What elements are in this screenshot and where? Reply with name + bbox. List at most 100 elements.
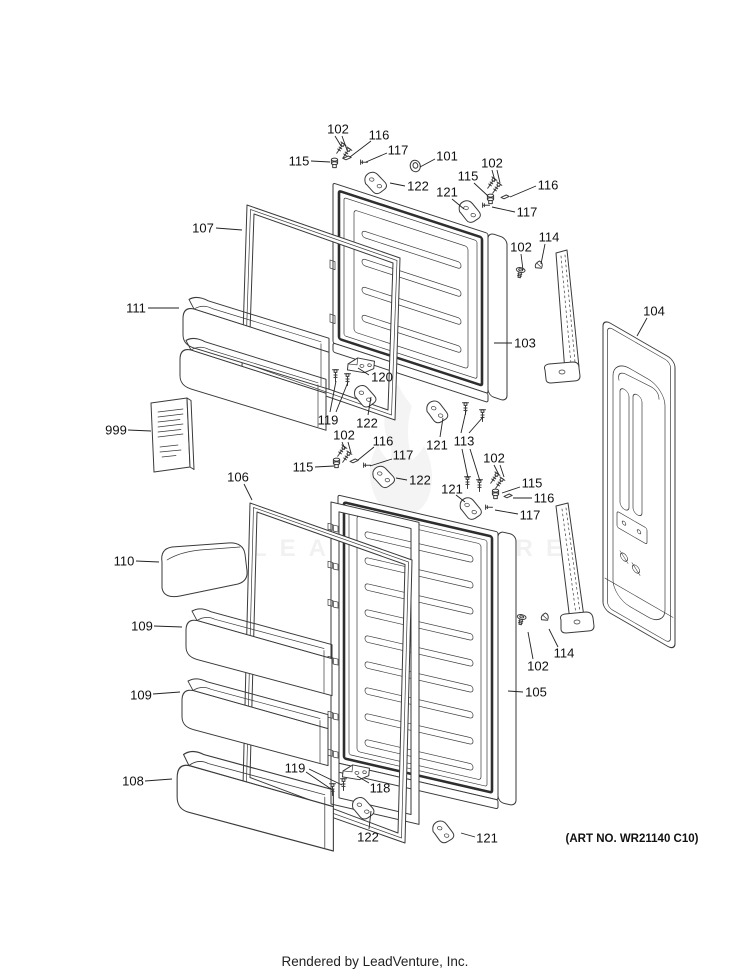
callout-109: 109 (130, 688, 152, 703)
callout-119: 119 (318, 413, 339, 428)
freezer-handle-rail (544, 249, 581, 384)
leader-line-107 (215, 227, 243, 231)
screw-117-icon (363, 462, 371, 468)
callout-113: 113 (454, 434, 475, 449)
callout-120: 120 (371, 370, 393, 385)
callout-115: 115 (458, 169, 479, 184)
callout-107: 107 (192, 221, 214, 236)
callout-999: 999 (105, 423, 127, 438)
leader-line-102 (527, 631, 534, 660)
leader-line-115 (314, 465, 335, 468)
leader-line-122 (367, 396, 372, 416)
leader-line-102 (347, 441, 352, 454)
callout-111: 111 (126, 301, 146, 316)
leader-line-105 (507, 690, 524, 693)
leader-line-102 (341, 441, 346, 450)
leader-line-108 (144, 778, 173, 782)
hinge-pin-115-icon (486, 193, 495, 205)
callout-117: 117 (393, 448, 414, 463)
fresh-food-door-105 (337, 494, 517, 810)
callout-117: 117 (520, 508, 541, 523)
leader-line-109 (152, 691, 181, 695)
leader-line-117 (365, 152, 388, 163)
hinge-pin-115-icon (330, 157, 339, 169)
callout-103: 103 (514, 336, 536, 351)
leader-line-115 (501, 486, 521, 494)
callout-121: 121 (426, 438, 448, 453)
callout-119: 119 (285, 761, 306, 776)
callout-122: 122 (357, 830, 379, 845)
leader-line-102 (496, 169, 501, 184)
washer-116-icon (500, 194, 510, 200)
screw-114-icon (540, 612, 549, 621)
leader-line-122 (395, 477, 408, 481)
callout-114: 114 (539, 230, 560, 245)
screw-102-icon (514, 266, 526, 279)
screw-113-icon (476, 479, 483, 492)
callout-102: 102 (510, 240, 532, 255)
footer-credit: Rendered by LeadVenture, Inc. (282, 954, 469, 969)
art-number: (ART NO. WR21140 C10) (566, 833, 699, 845)
leader-line-122 (368, 810, 372, 830)
leader-line-110 (135, 560, 160, 563)
leader-line-113 (469, 448, 481, 482)
screw-117-icon (485, 504, 493, 510)
leader-line-102 (493, 464, 500, 476)
leader-line-118 (356, 775, 370, 784)
leader-line-113 (460, 410, 467, 434)
leader-line-116 (357, 446, 375, 461)
hinge-pin-115-icon (491, 488, 500, 500)
leader-line-114 (540, 243, 546, 265)
leader-line-121 (451, 198, 465, 210)
callout-102: 102 (527, 659, 549, 674)
grommet-101-icon (408, 158, 423, 174)
callout-121: 121 (441, 482, 463, 497)
leader-line-119 (329, 380, 337, 413)
hinge-bracket-121-icon (456, 198, 484, 225)
callout-118: 118 (370, 781, 391, 796)
leader-line-113 (468, 416, 484, 434)
callout-117: 117 (388, 143, 409, 158)
leader-line-101 (419, 158, 436, 168)
leader-line-102 (334, 135, 342, 147)
leader-line-102 (341, 135, 348, 151)
leader-line-117 (491, 206, 516, 213)
callout-115: 115 (289, 154, 310, 169)
callout-102: 102 (333, 428, 355, 443)
leader-line-121 (455, 494, 466, 503)
callout-115: 115 (522, 476, 543, 491)
leader-line-121 (460, 832, 476, 838)
callout-114: 114 (554, 646, 575, 661)
washer-116-icon (503, 493, 513, 499)
callout-115: 115 (293, 460, 314, 475)
hinge-bracket-121-icon (457, 495, 485, 522)
callout-101: 101 (436, 149, 458, 164)
leader-line-117 (494, 509, 519, 515)
leader-line-106 (243, 483, 253, 501)
leader-line-117 (369, 458, 393, 467)
dairy-cover-110 (161, 542, 248, 598)
dispenser-panel-104 (602, 321, 676, 649)
callout-104: 104 (643, 304, 665, 319)
callout-121: 121 (436, 185, 458, 200)
callout-121: 121 (476, 831, 498, 846)
callout-109: 109 (131, 619, 153, 634)
freezer-door-103 (329, 183, 508, 403)
leader-line-121 (439, 417, 444, 438)
callout-122: 122 (356, 416, 378, 431)
callout-106: 106 (227, 470, 249, 485)
leader-line-102 (520, 253, 524, 271)
leader-line-115 (473, 182, 489, 197)
callout-122: 122 (409, 473, 431, 488)
screw-113-icon (464, 476, 471, 489)
screw-102-icon (515, 613, 527, 626)
callout-122: 122 (407, 179, 429, 194)
fresh-door-bin-108 (176, 745, 334, 852)
leader-line-114 (548, 628, 559, 648)
callout-116: 116 (538, 178, 559, 193)
callout-102: 102 (483, 451, 505, 466)
leader-line-999 (127, 429, 152, 432)
